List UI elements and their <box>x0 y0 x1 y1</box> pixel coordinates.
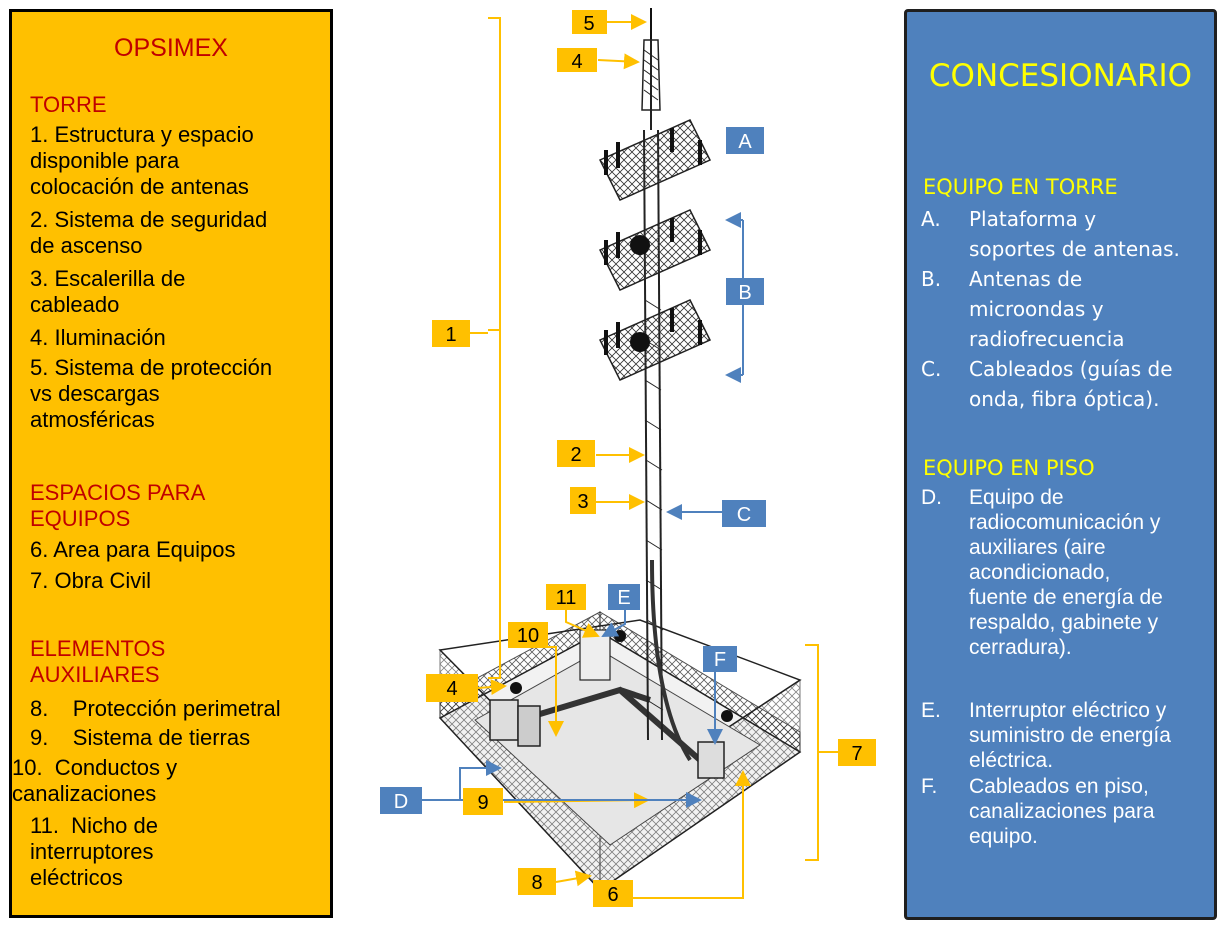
opsimex-item-7: 7. Obra Civil <box>30 568 152 593</box>
opsimex-item-5: 5. Sistema de protección vs descargas at… <box>30 355 273 432</box>
opsimex-item-4: 4. Iluminación <box>30 325 166 350</box>
opsimex-item-10: 10. Conductos y canalizaciones <box>12 755 178 806</box>
tag-7: 7 <box>838 739 876 766</box>
svg-text:10: 10 <box>517 625 539 647</box>
tag-d: D <box>380 787 422 814</box>
svg-text:E: E <box>617 587 630 609</box>
svg-text:F: F <box>714 649 726 671</box>
concesionario-item-e: E. Interruptor eléctrico y suministro de… <box>921 698 1221 773</box>
svg-text:1: 1 <box>445 324 456 346</box>
opsimex-item-8: 8. Protección perimetral <box>30 696 281 721</box>
tag-1: 1 <box>432 320 470 347</box>
item-text: Cableados en piso, canalizaciones para e… <box>969 775 1155 848</box>
tag-b: B <box>726 278 764 305</box>
tag-11: 11 <box>546 584 586 610</box>
tag-4-ground: 4 <box>426 674 478 702</box>
svg-text:5: 5 <box>583 13 594 35</box>
item-text: Equipo de radiocomunicación y auxiliares… <box>969 486 1163 659</box>
tag-5: 5 <box>572 10 607 35</box>
svg-text:4: 4 <box>446 678 457 700</box>
section-heading-elementos: ELEMENTOS AUXILIARES <box>30 636 166 687</box>
tag-3: 3 <box>570 487 596 514</box>
opsimex-item-11: 11. Nicho de interruptores eléctricos <box>30 813 159 890</box>
svg-text:2: 2 <box>570 444 581 466</box>
item-letter: F. <box>921 775 938 798</box>
item-letter: B. <box>921 267 942 291</box>
svg-text:7: 7 <box>851 743 862 765</box>
tag-6: 6 <box>593 880 633 907</box>
opsimex-title: OPSIMEX <box>114 34 228 62</box>
svg-text:A: A <box>738 131 752 153</box>
equipment-compound <box>438 611 802 892</box>
svg-text:D: D <box>394 791 408 813</box>
opsimex-item-9: 9. Sistema de tierras <box>30 725 251 750</box>
svg-text:9: 9 <box>477 792 488 814</box>
tag-2: 2 <box>557 440 595 467</box>
concesionario-item-b: B. Antenas de microondas y radiofrecuenc… <box>921 264 1211 354</box>
svg-text:B: B <box>738 282 751 304</box>
concesionario-item-d: D. Equipo de radiocomunicación y auxilia… <box>921 485 1221 660</box>
concesionario-title: CONCESIONARIO <box>928 58 1193 94</box>
tag-e: E <box>608 584 640 610</box>
item-letter: D. <box>921 486 942 509</box>
concesionario-panel: CONCESIONARIO EQUIPO EN TORRE A. Platafo… <box>904 9 1217 920</box>
opsimex-item-1: 1. Estructura y espacio disponible para … <box>30 122 254 199</box>
tag-4-top: 4 <box>557 48 597 73</box>
item-text: Interruptor eléctrico y suministro de en… <box>969 699 1171 772</box>
section-heading-espacios: ESPACIOS PARA EQUIPOS <box>30 480 206 531</box>
tag-9: 9 <box>463 788 503 815</box>
opsimex-panel: OPSIMEX TORRE 1. Estructura y espacio di… <box>9 9 333 918</box>
svg-text:11: 11 <box>556 587 577 609</box>
tag-8: 8 <box>518 868 556 895</box>
svg-text:C: C <box>737 504 751 526</box>
tag-c: C <box>722 500 766 527</box>
section-heading-equipo-piso: EQUIPO EN PISO <box>923 456 1095 480</box>
concesionario-item-a: A. Plataforma y soportes de antenas. <box>921 204 1211 264</box>
opsimex-item-3: 3. Escalerilla de cableado <box>30 266 186 317</box>
item-text: Antenas de microondas y radiofrecuencia <box>969 267 1125 351</box>
item-text: Cableados (guías de onda, fibra óptica). <box>969 357 1173 411</box>
svg-text:6: 6 <box>607 884 618 906</box>
item-letter: C. <box>921 357 942 381</box>
item-letter: E. <box>921 699 941 722</box>
tag-f: F <box>703 646 737 672</box>
svg-text:4: 4 <box>571 51 582 73</box>
section-heading-torre: TORRE <box>30 92 107 117</box>
tag-10: 10 <box>508 622 548 648</box>
tag-a: A <box>726 127 764 154</box>
item-letter: A. <box>921 207 941 231</box>
section-heading-equipo-torre: EQUIPO EN TORRE <box>923 175 1118 199</box>
item-text: Plataforma y soportes de antenas. <box>969 207 1180 261</box>
opsimex-item-6: 6. Area para Equipos <box>30 537 236 562</box>
svg-text:3: 3 <box>577 491 588 513</box>
opsimex-item-2: 2. Sistema de seguridad de ascenso <box>30 207 268 258</box>
svg-text:8: 8 <box>531 872 542 894</box>
concesionario-item-c: C. Cableados (guías de onda, fibra óptic… <box>921 354 1211 414</box>
concesionario-item-f: F. Cableados en piso, canalizaciones par… <box>921 774 1221 849</box>
antenna-platforms <box>598 119 712 381</box>
